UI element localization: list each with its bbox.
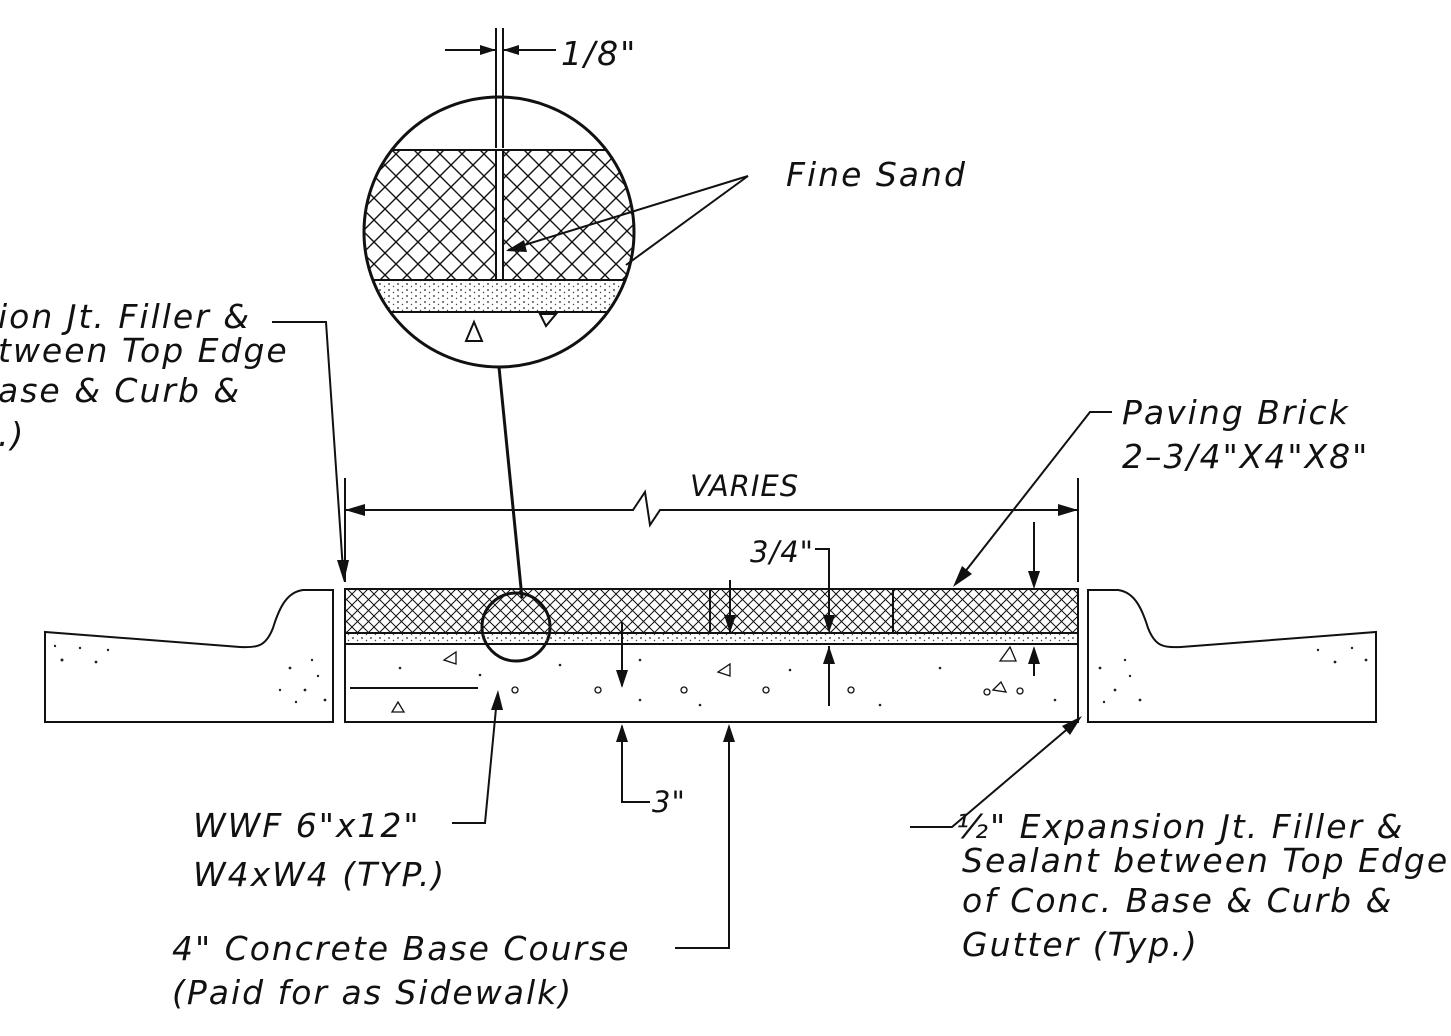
right-note-line2: Sealant between Top Edge (962, 841, 1449, 880)
concrete-line1: 4" Concrete Base Course (172, 929, 631, 968)
wwf-callout: WWF 6"x12" W4xW4 (TYP.) (193, 690, 503, 894)
gap-dim-label: 1/8" (561, 34, 637, 73)
paving-brick-line2: 2–3/4"X4"X8" (1122, 437, 1369, 476)
right-note-line4: Gutter (Typ.) (962, 925, 1199, 964)
varies-dimension: VARIES (344, 469, 1079, 582)
detail-leader (497, 366, 524, 599)
fine-sand-callout: Fine Sand (506, 155, 967, 266)
right-joint-callout: ½" Expansion Jt. Filler & Sealant betwee… (910, 716, 1449, 964)
concrete-base (344, 588, 1079, 723)
gap-dimension: 1/8" (445, 28, 637, 148)
paving-brick-course (344, 588, 1079, 634)
paving-brick-line1: Paving Brick (1122, 393, 1350, 432)
wwf-line1: WWF 6"x12" (193, 806, 421, 845)
left-note-line3: ase & Curb & (0, 371, 241, 410)
varies-label: VARIES (690, 469, 799, 503)
left-curb-gutter (44, 589, 334, 723)
left-note-line2: tween Top Edge (0, 331, 289, 370)
dim-3-4-label: 3/4" (750, 535, 814, 569)
left-joint-leader (272, 321, 349, 582)
base-dimension: 3" (616, 622, 686, 819)
right-note-line3: of Conc. Base & Curb & (962, 881, 1393, 920)
right-note-line1: ½" Expansion Jt. Filler & (956, 807, 1404, 846)
dim-3-label: 3" (652, 785, 686, 819)
concrete-base-callout: 4" Concrete Base Course (Paid for as Sid… (172, 724, 735, 1012)
right-curb-gutter (1087, 589, 1377, 723)
left-joint-note: ion Jt. Filler & tween Top Edge ase & Cu… (0, 297, 289, 454)
wwf-line2: W4xW4 (TYP.) (193, 855, 446, 894)
paving-brick-callout: Paving Brick 2–3/4"X4"X8" (953, 393, 1369, 587)
sand-bed-dimension: 3/4" (724, 535, 835, 706)
left-note-line4: .) (0, 415, 25, 454)
fine-sand-label: Fine Sand (786, 155, 967, 194)
brick-thickness-dim (1028, 522, 1040, 676)
concrete-line2: (Paid for as Sidewalk) (172, 973, 573, 1012)
left-note-line1: ion Jt. Filler & (0, 297, 251, 336)
detail-circle (362, 95, 636, 369)
